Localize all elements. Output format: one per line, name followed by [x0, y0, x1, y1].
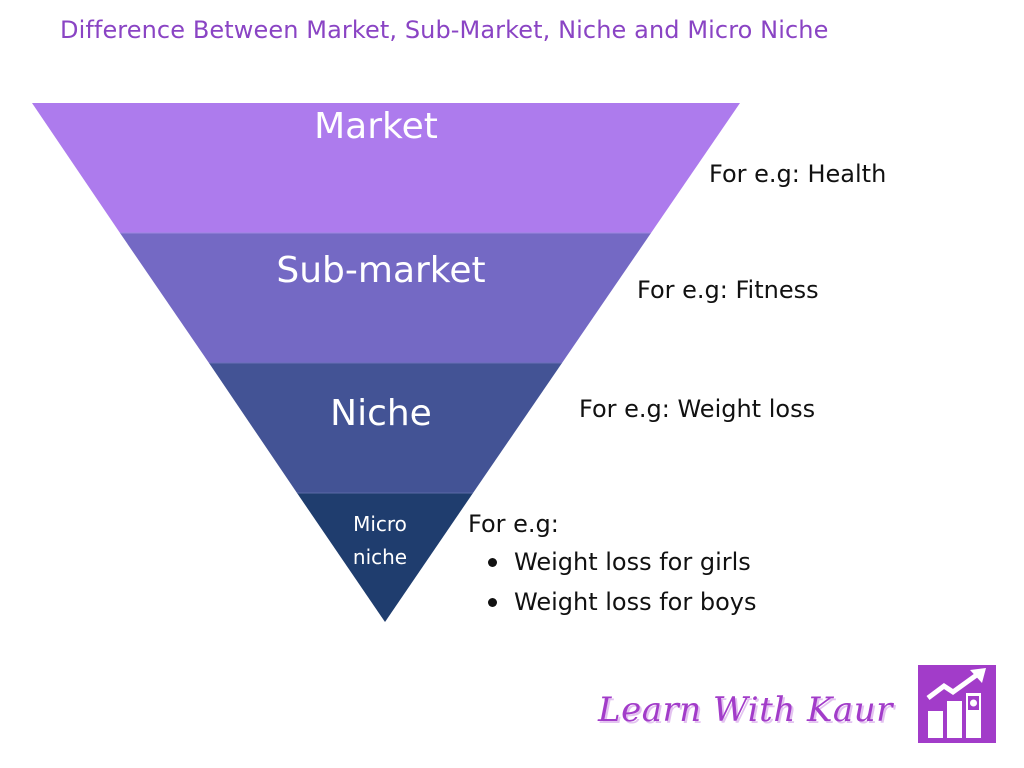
example-micro-niche-list: Weight loss for girls Weight loss for bo… — [468, 542, 756, 622]
micro-niche-label: Micro niche — [330, 508, 430, 574]
micro-niche-label-line2: niche — [352, 545, 408, 569]
funnel-band-niche — [209, 363, 562, 493]
brand-wordmark: Learn With Kaur — [598, 690, 893, 730]
list-item: Weight loss for girls — [468, 542, 756, 582]
example-micro-niche: For e.g: Weight loss for girls Weight lo… — [468, 506, 756, 622]
example-market: For e.g: Health — [709, 160, 887, 188]
funnel-band-sub-market — [120, 233, 651, 363]
micro-niche-label-line1: Micro — [353, 512, 407, 536]
sub-market-label: Sub-market — [276, 250, 486, 291]
example-micro-niche-heading: For e.g: — [468, 510, 559, 538]
market-label: Market — [314, 106, 438, 147]
page-title: Difference Between Market, Sub-Market, N… — [60, 16, 829, 44]
example-sub-market: For e.g: Fitness — [637, 276, 819, 304]
example-niche: For e.g: Weight loss — [579, 395, 816, 423]
funnel-band-market — [32, 103, 740, 233]
funnel-band-micro-niche — [297, 493, 473, 622]
niche-label: Niche — [330, 393, 432, 434]
growth-chart-icon — [918, 665, 996, 743]
list-item: Weight loss for boys — [468, 582, 756, 622]
